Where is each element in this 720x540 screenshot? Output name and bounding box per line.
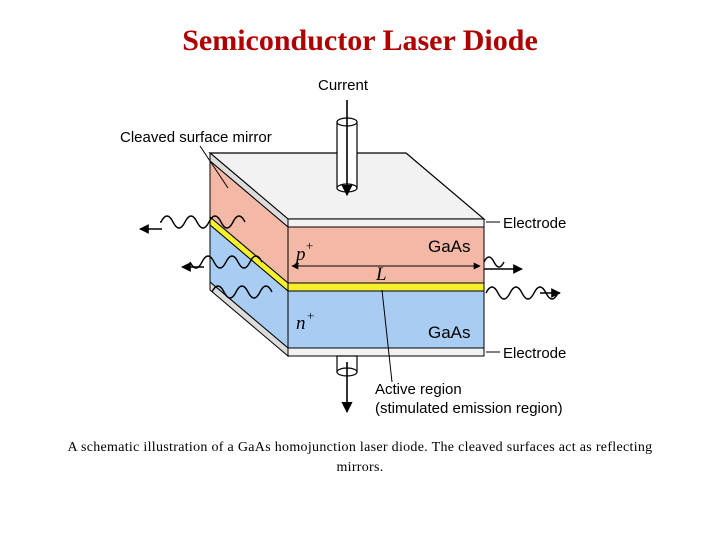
current-contact-top xyxy=(336,100,358,197)
electrode-bottom-label: Electrode xyxy=(503,345,566,362)
active-leader xyxy=(381,289,393,383)
current-contact-bottom xyxy=(336,355,358,414)
figure-caption: A schematic illustration of a GaAs homoj… xyxy=(67,440,653,475)
bottom-electrode-front xyxy=(287,347,485,357)
page-title: Semiconductor Laser Diode xyxy=(182,24,538,57)
active-region-label: Active region xyxy=(375,381,462,398)
length-label: L xyxy=(375,264,387,285)
gaas-top-label: GaAs xyxy=(428,237,471,256)
p-layer-label: p xyxy=(294,244,306,265)
mirror-leader xyxy=(199,145,229,189)
emitted-light-left xyxy=(139,215,273,299)
n-layer-sup: + xyxy=(307,308,314,323)
electrode-top-label: Electrode xyxy=(503,215,566,232)
emitted-light-right xyxy=(483,256,561,300)
gaas-bottom-label: GaAs xyxy=(428,323,471,342)
n-region-front xyxy=(287,290,485,349)
active-region-sublabel: (stimulated emission region) xyxy=(375,400,563,417)
current-label: Current xyxy=(318,77,369,94)
top-electrode-front xyxy=(287,218,485,228)
n-layer-label: n xyxy=(296,313,306,334)
mirror-label: Cleaved surface mirror xyxy=(120,129,272,146)
p-layer-sup: + xyxy=(306,238,313,253)
p-region-front xyxy=(287,226,485,284)
